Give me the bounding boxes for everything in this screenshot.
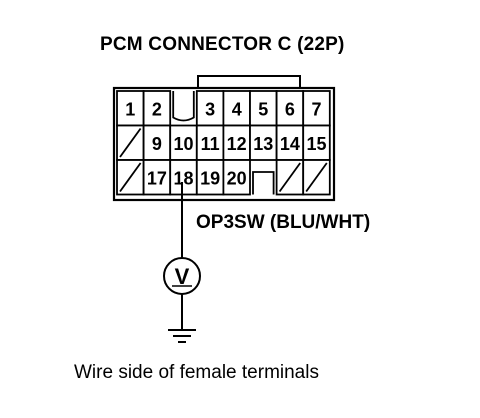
terminal-cell — [302, 159, 331, 196]
terminal-cell — [172, 91, 195, 122]
probe-circuit: V — [163, 182, 201, 343]
terminal-cell: 9 — [142, 124, 172, 161]
terminal-cell: 14 — [275, 124, 305, 161]
cell-border — [142, 90, 172, 127]
terminal-number: 10 — [173, 134, 193, 154]
terminal-cell: 17 — [142, 159, 172, 196]
terminal-cell — [116, 159, 145, 196]
cell-border — [249, 90, 278, 127]
terminal-cell: 5 — [249, 90, 278, 127]
empty-cell-slash — [278, 162, 301, 193]
terminal-cell: 12 — [222, 124, 251, 161]
diagram-title: PCM CONNECTOR C (22P) — [100, 34, 345, 55]
terminal-number: 3 — [205, 99, 215, 119]
cell-border — [222, 159, 251, 196]
terminal-number: 20 — [227, 168, 247, 188]
terminal-cell: 18 — [169, 159, 198, 196]
terminal-cell: 20 — [222, 159, 251, 196]
terminal-cell — [275, 159, 305, 196]
terminal-number: 11 — [201, 134, 220, 154]
cell-border — [195, 90, 225, 127]
terminal-cell: 19 — [195, 159, 225, 196]
terminal-number: 2 — [152, 99, 162, 119]
terminal-cell — [252, 171, 275, 195]
terminal-number: 4 — [232, 99, 242, 119]
empty-cell-slash — [119, 162, 142, 193]
terminal-number: 5 — [258, 99, 268, 119]
terminal-number: 6 — [285, 99, 295, 119]
terminal-number: 13 — [253, 134, 273, 154]
key-notch — [172, 91, 195, 122]
cell-border — [302, 124, 331, 161]
cell-border — [275, 124, 305, 161]
terminal-number: 1 — [125, 99, 135, 119]
terminal-number: 14 — [280, 134, 300, 154]
empty-cell-slash — [119, 127, 142, 158]
cell-border — [249, 124, 278, 161]
terminal-number: 19 — [200, 168, 220, 188]
terminal-cell: 15 — [302, 124, 331, 161]
terminal-cell: 6 — [275, 90, 305, 127]
terminal-cell: 13 — [249, 124, 278, 161]
terminal-cell: 3 — [195, 90, 225, 127]
connector-lock-tab — [197, 75, 301, 88]
terminal-cell: 1 — [116, 90, 145, 127]
empty-cell-slash — [305, 162, 328, 193]
terminal-number: 9 — [152, 134, 162, 154]
terminal-number: 17 — [147, 168, 167, 188]
terminal-cell — [116, 124, 145, 161]
terminal-cell: 10 — [169, 124, 198, 161]
terminal-number: 18 — [173, 168, 193, 188]
terminal-number: 12 — [227, 134, 247, 154]
terminal-number: 15 — [306, 134, 326, 154]
voltmeter-letter: V — [175, 264, 190, 289]
wire-label: OP3SW (BLU/WHT) — [196, 212, 371, 233]
cell-border — [169, 159, 198, 196]
terminal-cell: 4 — [222, 90, 251, 127]
terminal-number: 7 — [311, 99, 321, 119]
terminal-cell: 2 — [142, 90, 172, 127]
diagram-caption: Wire side of female terminals — [74, 362, 319, 383]
key-notch — [252, 171, 275, 195]
cell-border — [275, 90, 305, 127]
terminal-cell: 7 — [302, 90, 331, 127]
terminal-cell: 11 — [195, 124, 225, 161]
